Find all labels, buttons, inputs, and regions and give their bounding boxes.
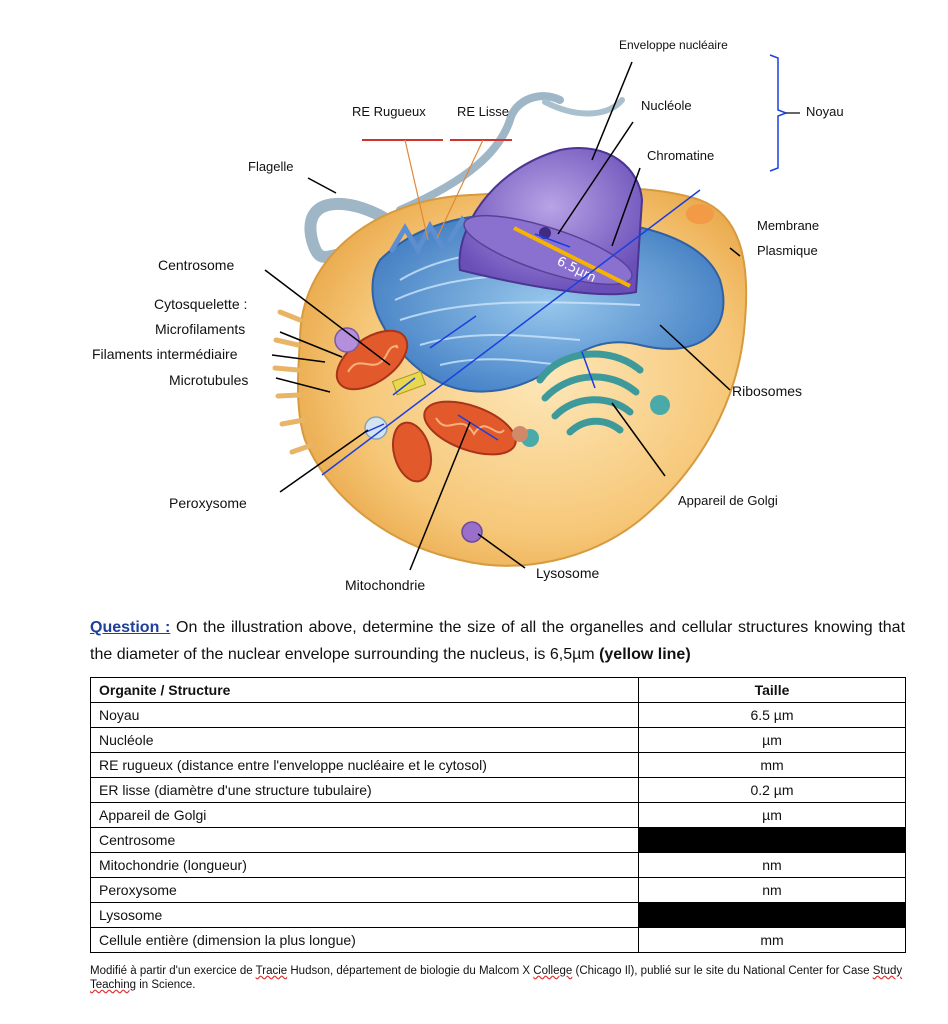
footnote: Modifié à partir d'un exercice de Tracie… bbox=[90, 965, 903, 991]
microvilli-shape bbox=[272, 309, 315, 455]
cell-taille: nm bbox=[638, 877, 906, 903]
mitochondria-shape bbox=[335, 329, 517, 483]
label-membrane: Membrane bbox=[757, 218, 820, 233]
cell-diagram: 6.5µm bbox=[92, 38, 844, 593]
label-golgi: Appareil de Golgi bbox=[678, 493, 778, 508]
lysosome-shape bbox=[461, 521, 483, 543]
label-ribosomes: Ribosomes bbox=[732, 383, 803, 399]
label-re-lisse: RE Lisse bbox=[457, 104, 510, 119]
cell-organite: Centrosome bbox=[90, 827, 639, 853]
label-centrosome: Centrosome bbox=[158, 257, 235, 273]
table-row: Mitochondrie (longueur)nm bbox=[90, 852, 906, 878]
question-highlight: (yellow line) bbox=[599, 646, 691, 663]
label-noyau: Noyau bbox=[806, 104, 844, 119]
label-flagelle: Flagelle bbox=[248, 159, 294, 174]
label-peroxysome: Peroxysome bbox=[169, 495, 247, 511]
cell-taille-blacked bbox=[638, 902, 906, 928]
cell-organite: Nucléole bbox=[90, 727, 639, 753]
table-row: Centrosome bbox=[90, 827, 906, 853]
cell-organite: Cellule entière (dimension la plus longu… bbox=[90, 927, 639, 953]
cell-organite: Noyau bbox=[90, 702, 639, 728]
label-cytosquelette: Cytosquelette : bbox=[154, 296, 248, 312]
question-text: On the illustration above, determine the… bbox=[90, 619, 906, 663]
label-lysosome: Lysosome bbox=[536, 565, 600, 581]
label-nucleole: Nucléole bbox=[641, 98, 692, 113]
cell-organite: Appareil de Golgi bbox=[90, 802, 639, 828]
noyau-bracket bbox=[769, 54, 789, 172]
label-mitochondrie: Mitochondrie bbox=[345, 577, 426, 593]
cell-taille: 0.2 µm bbox=[638, 777, 906, 803]
cell-taille: µm bbox=[638, 727, 906, 753]
header-organite: Organite / Structure bbox=[90, 677, 639, 703]
cell-taille: mm bbox=[638, 752, 906, 778]
label-enveloppe: Enveloppe nucléaire bbox=[619, 38, 728, 52]
question-label: Question : bbox=[90, 619, 171, 636]
leader-lines bbox=[264, 61, 741, 571]
header-taille: Taille bbox=[638, 677, 906, 703]
table-header-row: Organite / Structure Taille bbox=[90, 677, 906, 703]
label-plasmique: Plasmique bbox=[757, 243, 818, 258]
table-row: ER lisse (diamètre d'une structure tubul… bbox=[90, 777, 906, 803]
cell-taille: mm bbox=[638, 927, 906, 953]
label-microfilaments: Microfilaments bbox=[155, 321, 246, 337]
table-row: RE rugueux (distance entre l'enveloppe n… bbox=[90, 752, 906, 778]
cell-taille: µm bbox=[638, 802, 906, 828]
cell-organite: RE rugueux (distance entre l'enveloppe n… bbox=[90, 752, 639, 778]
label-filaments: Filaments intermédiaire bbox=[92, 346, 238, 362]
cell-organite: ER lisse (diamètre d'une structure tubul… bbox=[90, 777, 639, 803]
cell-taille: nm bbox=[638, 852, 906, 878]
label-re-rugueux: RE Rugueux bbox=[352, 104, 426, 119]
cell-organite: Peroxysome bbox=[90, 877, 639, 903]
cell-taille: 6.5 µm bbox=[638, 702, 906, 728]
cell-illustration: 6.5µm bbox=[264, 54, 800, 571]
golgi-shape bbox=[536, 350, 644, 436]
cell-organite: Mitochondrie (longueur) bbox=[90, 852, 639, 878]
question-paragraph: Question : On the illustration above, de… bbox=[90, 614, 905, 668]
cell-taille-blacked bbox=[638, 827, 906, 853]
measure-lines-blue bbox=[321, 189, 701, 476]
table-row: Cellule entière (dimension la plus longu… bbox=[90, 927, 906, 953]
table-row: Lysosome bbox=[90, 902, 906, 928]
scale-line-yellow bbox=[513, 226, 631, 288]
label-microtubules: Microtubules bbox=[169, 372, 249, 388]
label-chromatine: Chromatine bbox=[647, 148, 715, 163]
cell-organite: Lysosome bbox=[90, 902, 639, 928]
